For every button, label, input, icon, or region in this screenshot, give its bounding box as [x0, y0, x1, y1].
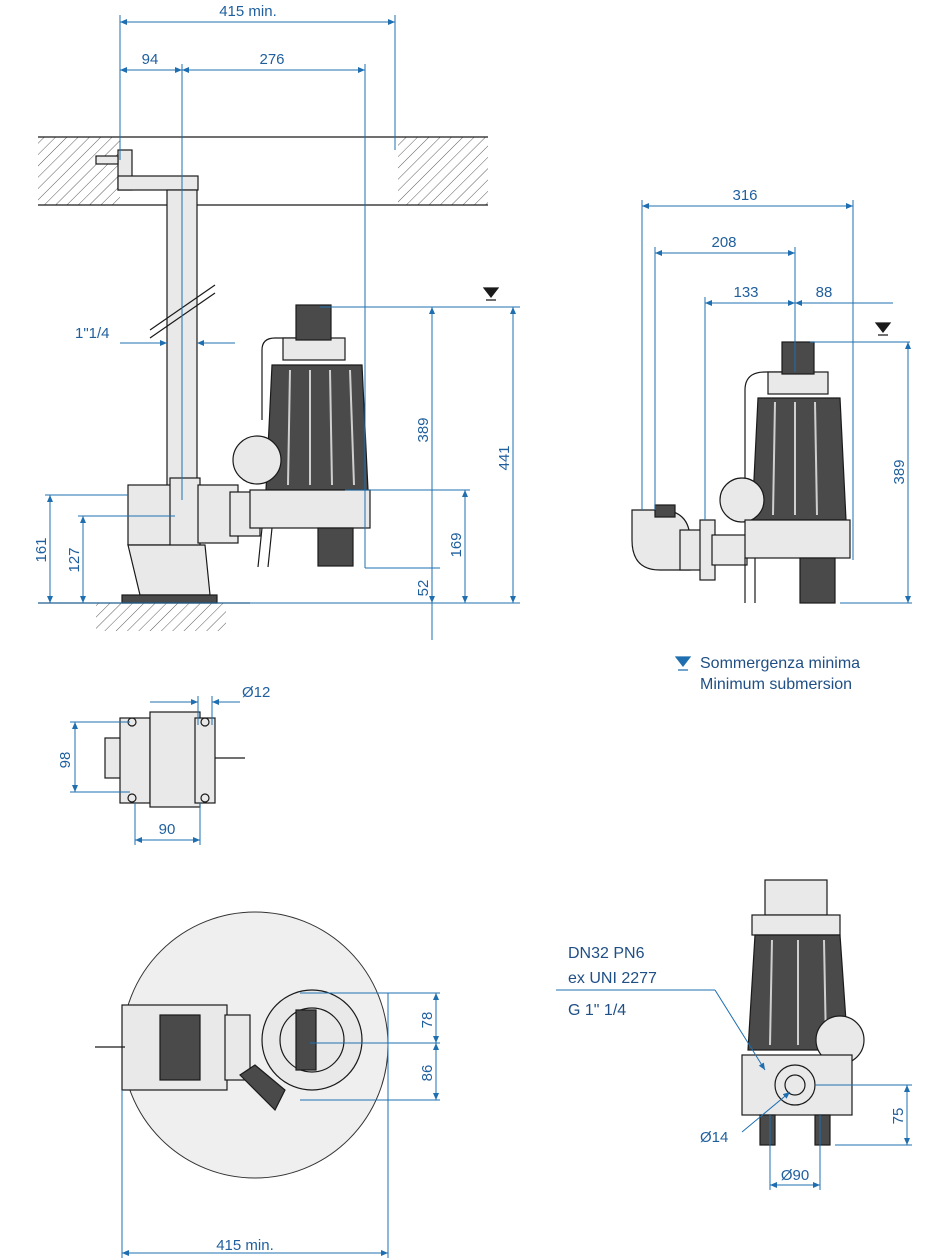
thread-label: G 1" 1/4 — [568, 1002, 626, 1019]
legend-line-1: Sommergenza minima — [700, 655, 860, 672]
submersion-symbol — [482, 287, 500, 301]
dim-389: 389 — [415, 417, 432, 442]
dim-88: 88 — [816, 284, 833, 301]
pump-handle — [295, 304, 332, 341]
ceiling-hatch-right — [398, 137, 488, 205]
dim-98: 98 — [57, 752, 74, 769]
front-view: DN32 PN6 ex UNI 2277 G 1" 1/4 Ø14 Ø90 75 — [556, 879, 912, 1190]
dim-pipe-size: 1"1/4 — [75, 325, 110, 342]
float-switch — [232, 435, 282, 485]
dim-389-right: 389 — [891, 459, 908, 484]
dim-276: 276 — [259, 51, 284, 68]
dim-161: 161 — [33, 537, 50, 562]
dim-441: 441 — [496, 445, 513, 470]
dim-75: 75 — [890, 1108, 907, 1125]
dim-415-bottom: 415 min. — [216, 1237, 274, 1254]
legend-submersion-icon — [674, 656, 692, 671]
dim-94: 94 — [142, 51, 159, 68]
top-plan: 78 86 415 min. — [95, 911, 440, 1258]
dim-d12: Ø12 — [242, 684, 270, 701]
dim-415-top: 415 min. — [219, 3, 277, 20]
dim-90: 90 — [159, 821, 176, 838]
dim-86: 86 — [419, 1065, 436, 1082]
dim-d90: Ø90 — [781, 1167, 809, 1184]
side-view: 415 min. 94 276 1"1/4 389 441 169 52 — [33, 3, 520, 640]
pump-motor-right — [751, 397, 847, 521]
pump-handle-right — [781, 341, 815, 375]
legend-line-2: Minimum submersion — [700, 676, 852, 693]
legend: Sommergenza minima Minimum submersion — [674, 655, 860, 693]
dim-169: 169 — [448, 532, 465, 557]
flange-label-1: DN32 PN6 — [568, 945, 645, 962]
dim-316: 316 — [732, 187, 757, 204]
base-plan: Ø12 98 90 — [57, 684, 270, 845]
flange-label-2: ex UNI 2277 — [568, 970, 657, 987]
float-switch-right — [719, 477, 765, 523]
right-view: 316 208 133 88 389 — [631, 187, 912, 604]
dim-127: 127 — [66, 547, 83, 572]
dim-d14: Ø14 — [700, 1129, 728, 1146]
dim-78: 78 — [419, 1012, 436, 1029]
dim-52: 52 — [415, 580, 432, 597]
dim-133: 133 — [733, 284, 758, 301]
ceiling-hatch-left — [38, 137, 120, 205]
dim-208: 208 — [711, 234, 736, 251]
